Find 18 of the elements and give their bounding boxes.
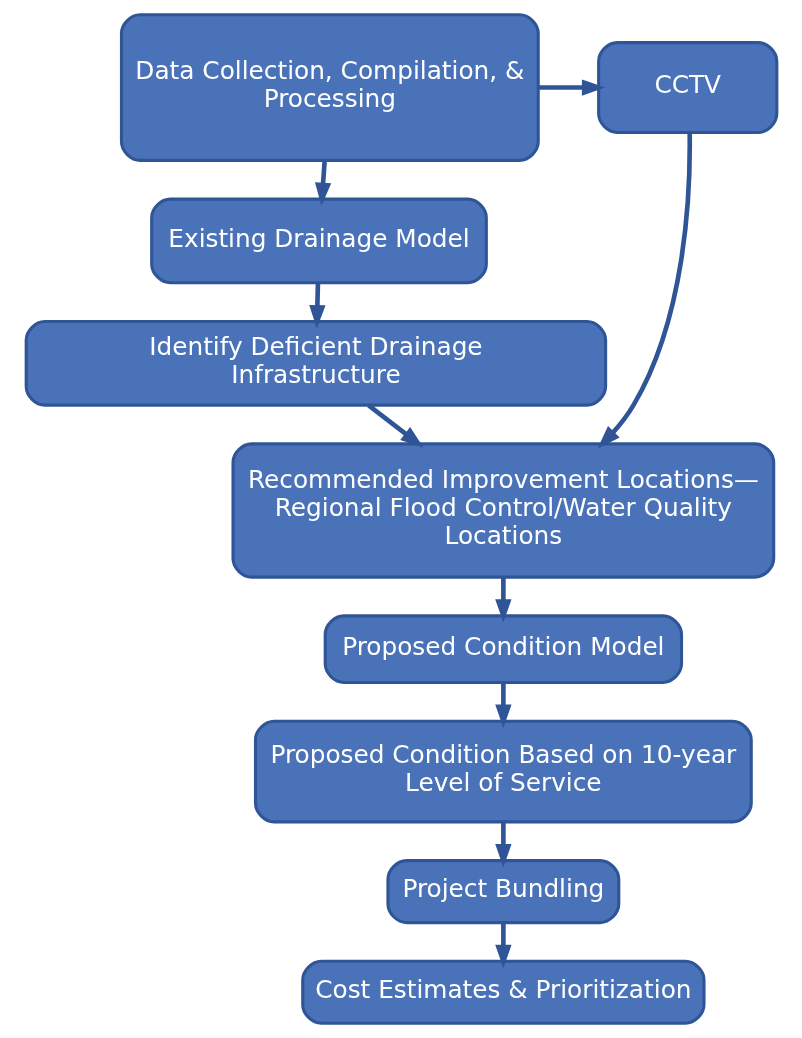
arrow — [494, 822, 511, 868]
arrow — [538, 79, 605, 96]
node-box: Cost Estimates & Prioritization — [300, 959, 706, 1025]
arrow — [494, 922, 511, 969]
node-box: Existing Drainage Model — [149, 197, 488, 285]
node-box: Recommended Improvement Locations— Regional Flood Control/Water Quality Locations — [230, 442, 775, 579]
node-box: Identify Deficient Drainage Infrastructure — [24, 319, 607, 407]
arrow — [494, 682, 511, 728]
arrow — [308, 282, 326, 329]
node-box: Data Collection, Compilation, & Processing — [119, 13, 540, 162]
arrow — [366, 403, 424, 448]
arrow — [597, 132, 692, 449]
arrow — [314, 160, 331, 206]
node-box: Proposed Condition Model — [323, 614, 683, 684]
arrow — [494, 577, 511, 623]
node-box: CCTV — [596, 41, 778, 134]
node-box: Project Bundling — [385, 859, 620, 925]
node-box: Proposed Condition Based on 10-year Level of Service — [253, 719, 753, 824]
